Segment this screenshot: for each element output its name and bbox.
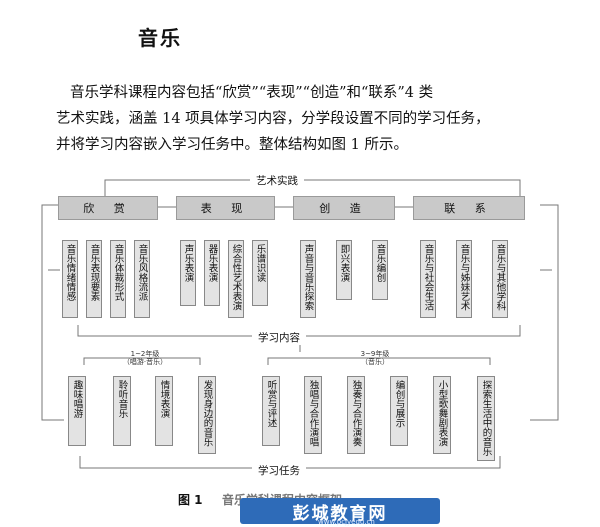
- task-item: 小型歌舞剧表演: [433, 376, 451, 454]
- learning-content-label: 学习内容: [252, 330, 306, 345]
- learning-task-label: 学习任务: [252, 463, 306, 478]
- task-item: 独唱与合作演唱: [304, 376, 322, 454]
- category-connection: 联 系: [413, 196, 525, 220]
- content-item: 声音与音乐探索: [300, 240, 316, 318]
- content-item: 音乐风格流派: [134, 240, 150, 318]
- stage-1-grade: 1~2年级: [130, 350, 160, 358]
- task-item: 听赏与评述: [262, 376, 280, 446]
- page-title: 音乐: [138, 26, 182, 50]
- paragraph-line-3: 并将学习内容嵌入学习任务中。整体结构如图 1 所示。: [56, 137, 408, 153]
- content-item: 器乐表演: [204, 240, 220, 306]
- content-item: 综合性艺术表演: [228, 240, 244, 318]
- watermark-logo: 彭城教育网: [240, 498, 440, 524]
- content-item: 音乐与社会生活: [420, 240, 436, 318]
- content-item: 音乐表现要素: [86, 240, 102, 318]
- content-item: 音乐与其他学科: [492, 240, 508, 318]
- content-item: 音乐与姊妹艺术: [456, 240, 472, 318]
- category-creation: 创 造: [293, 196, 395, 220]
- stage-1-sub: （唱游·音乐）: [122, 358, 168, 366]
- content-item: 即兴表演: [336, 240, 352, 300]
- task-item: 聆听音乐: [113, 376, 131, 446]
- watermark-text: 彭城教育网: [292, 503, 388, 524]
- stage-2-grade: 3~9年级: [360, 350, 390, 358]
- content-item: 音乐情绪情感: [62, 240, 78, 318]
- category-performance: 表 现: [176, 196, 275, 220]
- category-appreciation: 欣 赏: [58, 196, 158, 220]
- content-item: 声乐表演: [180, 240, 196, 306]
- watermark-url: www.pcjyedu.cn: [318, 518, 375, 526]
- task-item: 趣味唱游: [68, 376, 86, 446]
- content-item: 音乐体裁形式: [110, 240, 126, 318]
- content-item: 音乐编创: [372, 240, 388, 300]
- paragraph-line-2: 艺术实践，涵盖 14 项具体学习内容，分学段设置不同的学习任务，: [56, 111, 490, 127]
- task-item: 独奏与合作演奏: [347, 376, 365, 454]
- art-practice-label: 艺术实践: [250, 173, 304, 188]
- task-item: 情境表演: [155, 376, 173, 446]
- figure-number: 图 1: [178, 493, 203, 507]
- task-item: 编创与展示: [390, 376, 408, 446]
- task-item: 发现身边的音乐: [198, 376, 216, 454]
- task-item: 探索生活中的音乐: [477, 376, 495, 461]
- paragraph-line-1: 音乐学科课程内容包括“欣赏”“表现”“创造”和“联系”4 类: [70, 85, 434, 101]
- stage-2-sub: （音乐）: [361, 358, 389, 366]
- content-item: 乐谱识读: [252, 240, 268, 306]
